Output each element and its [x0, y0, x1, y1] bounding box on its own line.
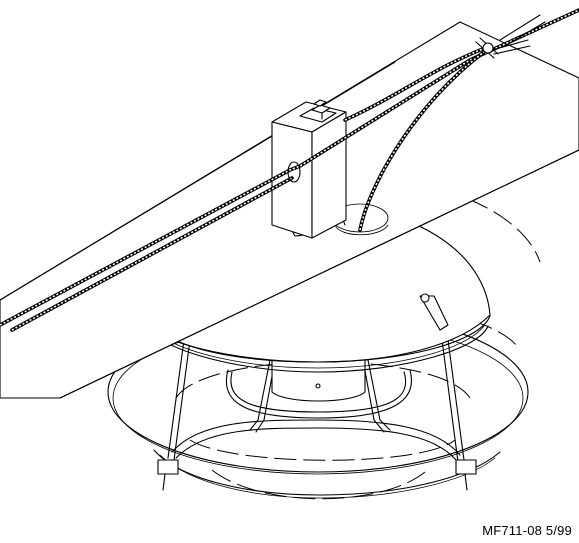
- center-hub: [271, 359, 366, 402]
- anti-roost-cable: [0, 8, 579, 332]
- control-box: [271, 99, 347, 239]
- grill-support-wires: [157, 339, 477, 491]
- figure-reference-code: MF711-08 5/99: [482, 523, 572, 538]
